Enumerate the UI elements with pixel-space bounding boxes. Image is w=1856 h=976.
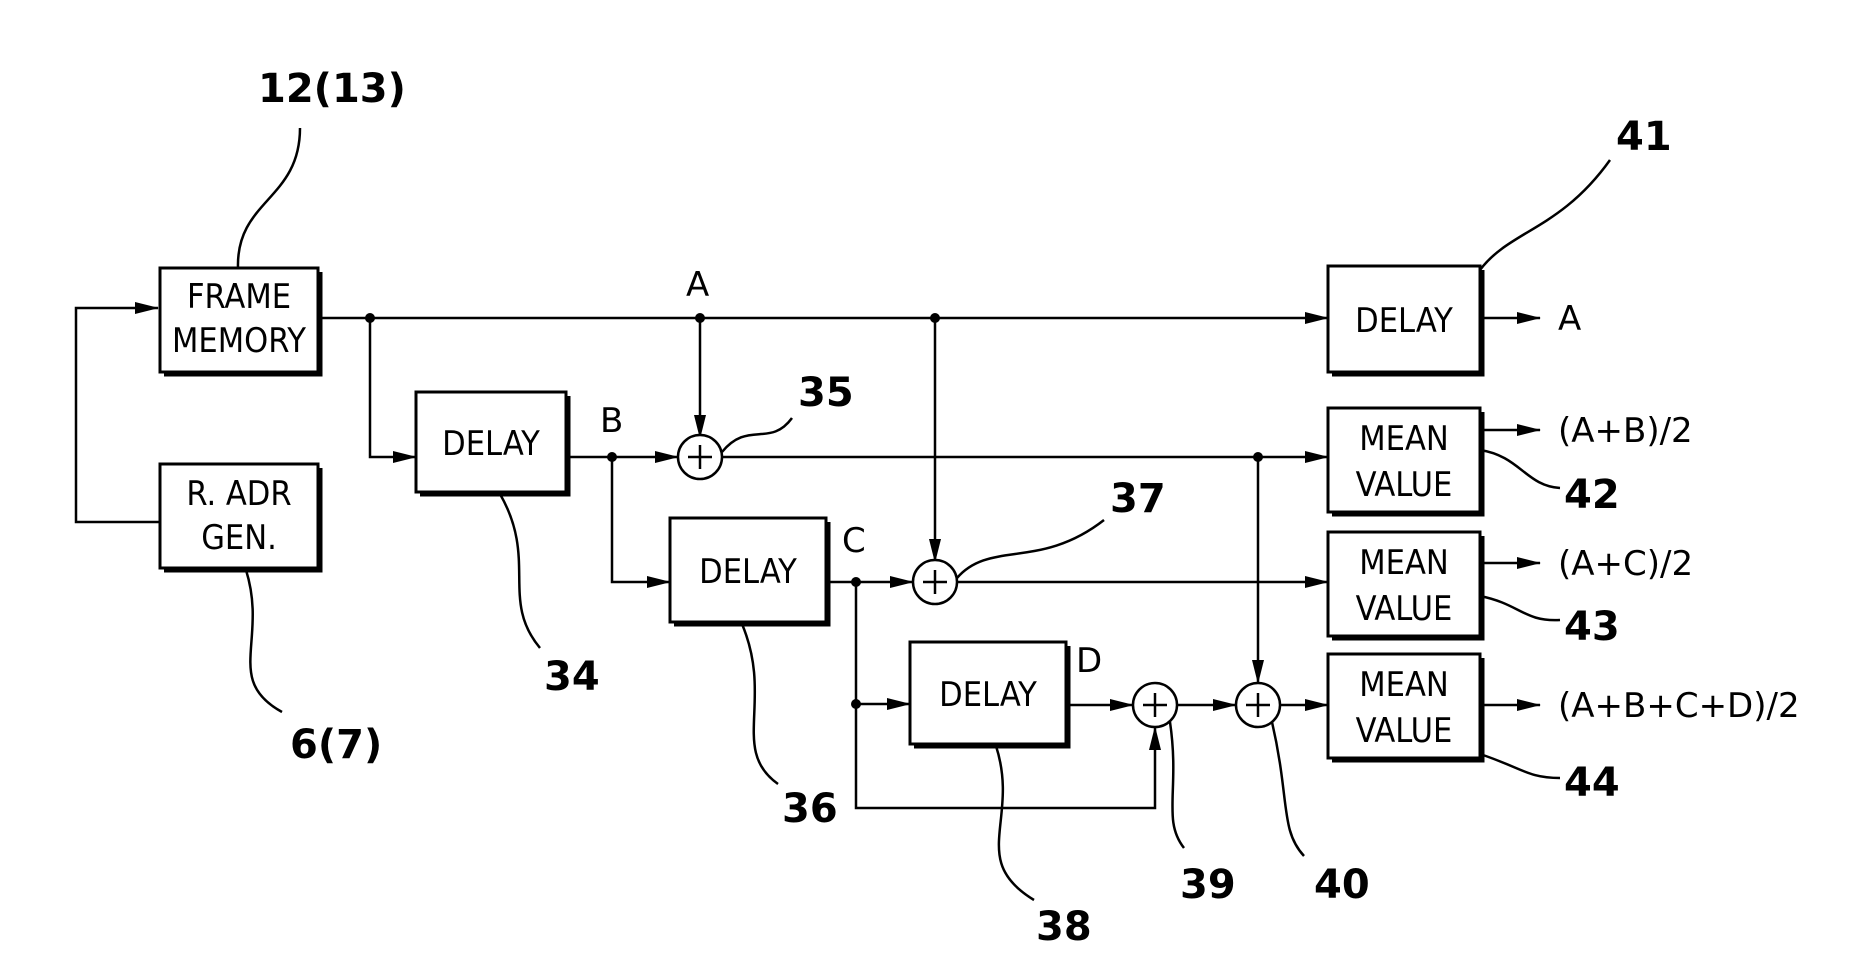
- signal-label-c: C: [842, 521, 866, 561]
- leader-34: [500, 494, 540, 648]
- ref-adder-37: 37: [1110, 476, 1166, 522]
- wire-c-to-delay-38: [856, 582, 910, 704]
- leader-43: [1480, 596, 1560, 620]
- junction-dot: [365, 313, 375, 323]
- leader-12: [238, 128, 300, 268]
- frame-memory-label-line-1: FRAME: [187, 277, 291, 317]
- signal-label-a: A: [686, 265, 709, 305]
- adder-37: [913, 560, 957, 604]
- ref-read-address-generator: 6(7): [290, 722, 382, 768]
- delay-34-block: DELAY: [416, 392, 568, 494]
- delay-38-label: DELAY: [939, 675, 1037, 715]
- ref-mean-value-44: 44: [1564, 760, 1620, 806]
- read-address-generator-label-line-2: GEN.: [201, 518, 277, 558]
- junction-dot: [930, 313, 940, 323]
- ref-adder-39: 39: [1180, 862, 1236, 908]
- adder-35: [678, 435, 722, 479]
- read-address-generator-label-line-1: R. ADR: [186, 474, 291, 514]
- delay-41-label: DELAY: [1355, 301, 1453, 341]
- delay-36-label: DELAY: [699, 552, 797, 592]
- mean-value-42-label-line-2: VALUE: [1356, 465, 1453, 505]
- leader-40: [1272, 722, 1304, 856]
- mean-value-42-label-line-1: MEAN: [1359, 419, 1449, 459]
- output-label-41: A: [1558, 299, 1581, 339]
- mean-value-43-block: MEAN VALUE: [1328, 532, 1482, 638]
- leader-37: [957, 520, 1104, 578]
- junction-dot: [851, 699, 861, 709]
- ref-delay-41: 41: [1616, 114, 1672, 160]
- mean-value-44-label-line-1: MEAN: [1359, 665, 1449, 705]
- frame-memory-label-line-2: MEMORY: [172, 321, 306, 361]
- ref-mean-value-43: 43: [1564, 604, 1620, 650]
- leader-41: [1480, 160, 1610, 270]
- ref-delay-34: 34: [544, 654, 600, 700]
- wire-adr-to-frame-memory: [76, 308, 160, 522]
- junction-dot: [607, 452, 617, 462]
- delay-34-label: DELAY: [442, 424, 540, 464]
- signal-label-d: D: [1076, 641, 1102, 681]
- mean-value-42-block: MEAN VALUE: [1328, 408, 1482, 514]
- output-label-42: (A+B)/2: [1558, 411, 1693, 451]
- leader-36: [742, 624, 778, 784]
- junction-dot: [1253, 452, 1263, 462]
- leader-6: [246, 570, 282, 712]
- wire-b-to-delay-36: [612, 457, 670, 582]
- ref-frame-memory: 12(13): [258, 66, 406, 112]
- mean-value-44-block: MEAN VALUE: [1328, 654, 1482, 760]
- delay-41-block: DELAY: [1328, 266, 1482, 374]
- leader-39: [1170, 722, 1184, 848]
- leader-35: [722, 418, 792, 452]
- ref-delay-36: 36: [782, 786, 838, 832]
- leader-38: [996, 746, 1034, 900]
- leader-44: [1480, 754, 1560, 778]
- wire-to-delay-34: [370, 318, 416, 457]
- ref-adder-40: 40: [1314, 862, 1370, 908]
- mean-value-43-label-line-1: MEAN: [1359, 543, 1449, 583]
- read-address-generator-block: R. ADR GEN.: [160, 464, 320, 570]
- junction-dot: [851, 577, 861, 587]
- frame-memory-block: FRAME MEMORY: [160, 268, 320, 374]
- delay-36-block: DELAY: [670, 518, 828, 624]
- ref-mean-value-42: 42: [1564, 472, 1620, 518]
- output-label-44: (A+B+C+D)/2: [1558, 686, 1800, 726]
- adder-40: [1236, 683, 1280, 727]
- ref-adder-35: 35: [798, 370, 854, 416]
- ref-delay-38: 38: [1036, 904, 1092, 950]
- mean-value-43-label-line-2: VALUE: [1356, 589, 1453, 629]
- signal-label-b: B: [600, 401, 623, 441]
- leader-42: [1480, 450, 1560, 488]
- output-label-43: (A+C)/2: [1558, 544, 1693, 584]
- mean-value-44-label-line-2: VALUE: [1356, 711, 1453, 751]
- junction-dot: [695, 313, 705, 323]
- adder-39: [1133, 683, 1177, 727]
- delay-38-block: DELAY: [910, 642, 1068, 746]
